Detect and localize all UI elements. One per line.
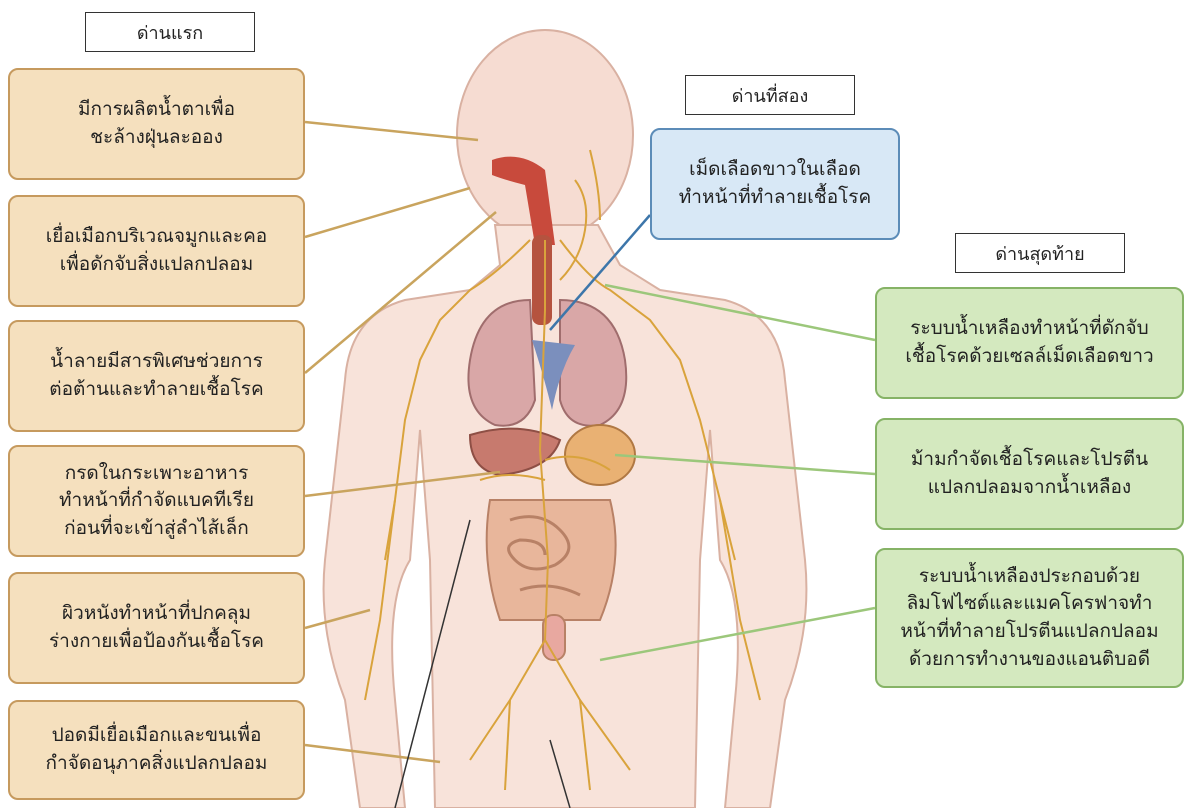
first-line-tears-box: มีการผลิตน้ำตาเพื่อ ชะล้างฝุ่นละออง — [8, 68, 305, 180]
first-line-lungs-box: ปอดมีเยื่อเมือกและขนเพื่อ กำจัดอนุภาคสิ่… — [8, 700, 305, 800]
second-line-white-blood-cells-box: เม็ดเลือดขาวในเลือด ทำหน้าที่ทำลายเชื้อโ… — [650, 128, 900, 240]
first-line-skin-box: ผิวหนังทำหน้าที่ปกคลุม ร่างกายเพื่อป้องก… — [8, 572, 305, 684]
last-line-lymphocytes-box: ระบบน้ำเหลืองประกอบด้วย ลิมโฟไซต์และแมคโ… — [875, 548, 1184, 688]
first-line-saliva-box: น้ำลายมีสารพิเศษช่วยการ ต่อต้านและทำลายเ… — [8, 320, 305, 432]
last-line-spleen-box: ม้ามกำจัดเชื้อโรคและโปรตีน แปลกปลอมจากน้… — [875, 418, 1184, 530]
heading-last-line: ด่านสุดท้าย — [955, 233, 1125, 273]
heading-first-line: ด่านแรก — [85, 12, 255, 52]
first-line-stomach-acid-box: กรดในกระเพาะอาหาร ทำหน้าที่กำจัดแบคทีเรี… — [8, 445, 305, 557]
last-line-lymph-system-box: ระบบน้ำเหลืองทำหน้าที่ดักจับ เชื้อโรคด้ว… — [875, 287, 1184, 399]
first-line-mucous-nose-box: เยื่อเมือกบริเวณจมูกและคอ เพื่อดักจับสิ่… — [8, 195, 305, 307]
heading-second-line: ด่านที่สอง — [685, 75, 855, 115]
